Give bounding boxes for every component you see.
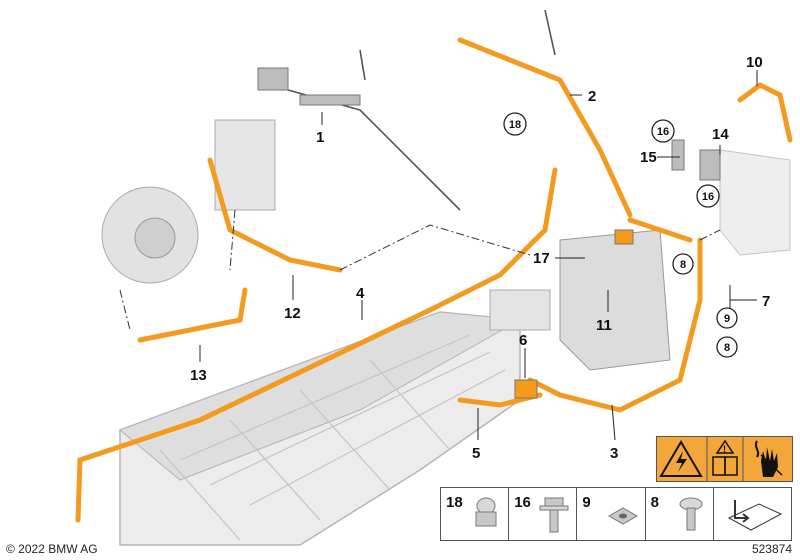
copyright-text: © 2022 BMW AG xyxy=(6,542,98,556)
screw-icon xyxy=(679,497,703,531)
combustion-engine xyxy=(719,149,791,256)
callout-4: 4 xyxy=(356,285,365,302)
bolt-icon xyxy=(539,497,569,533)
hv-cables xyxy=(75,37,793,523)
legend-item-18: 18 xyxy=(441,488,510,540)
callout-17: 17 xyxy=(533,250,550,267)
circled-callout-16-lower: 16 xyxy=(696,184,720,208)
legend-item-16: 16 xyxy=(509,488,578,540)
circled-callout-16-upper: 16 xyxy=(651,119,675,143)
callout-15: 15 xyxy=(640,149,657,166)
electric-motor xyxy=(101,119,276,284)
high-voltage-warning-label: ! xyxy=(656,436,793,482)
circled-callout-9: 9 xyxy=(716,307,738,329)
callout-1: 1 xyxy=(316,129,324,146)
wiring-harness xyxy=(269,9,556,211)
callout-6: 6 xyxy=(519,332,527,349)
hardware-legend: 18 16 9 8 xyxy=(440,487,792,541)
no-touch-hand-icon xyxy=(754,440,783,477)
manual-info-icon: ! xyxy=(712,439,738,476)
callout-14: 14 xyxy=(712,126,729,143)
high-voltage-icon xyxy=(659,440,703,477)
battery-pack xyxy=(119,311,522,546)
legend-item-8: 8 xyxy=(646,488,714,540)
legend-number: 18 xyxy=(446,494,463,511)
callout-13: 13 xyxy=(190,367,207,384)
leader-lines xyxy=(119,209,721,331)
callout-3: 3 xyxy=(610,445,618,462)
diagram-reference-number: 523874 xyxy=(751,542,792,556)
callout-5: 5 xyxy=(472,445,480,462)
svg-text:9: 9 xyxy=(724,313,730,325)
legend-item-arrow-card xyxy=(714,488,791,540)
svg-text:8: 8 xyxy=(680,259,686,271)
svg-text:!: ! xyxy=(723,444,726,454)
legend-item-9: 9 xyxy=(577,488,646,540)
svg-text:16: 16 xyxy=(702,191,714,203)
svg-text:16: 16 xyxy=(657,126,669,138)
arrow-card-icon xyxy=(727,500,783,531)
callout-11: 11 xyxy=(596,317,612,334)
mounting-brackets xyxy=(257,67,721,399)
power-electronics xyxy=(489,229,671,371)
callout-lines xyxy=(199,70,758,441)
legend-number: 9 xyxy=(582,494,591,511)
circled-callout-18: 18 xyxy=(503,112,527,136)
svg-text:8: 8 xyxy=(724,342,730,354)
callout-2: 2 xyxy=(588,88,596,105)
callout-12: 12 xyxy=(284,305,301,322)
circled-callout-8-upper: 8 xyxy=(672,253,694,275)
legend-number: 8 xyxy=(650,494,659,511)
legend-number: 16 xyxy=(514,494,531,511)
cap-nut-icon xyxy=(475,497,497,527)
callout-7: 7 xyxy=(762,293,770,310)
callout-10: 10 xyxy=(746,54,763,71)
square-nut-icon xyxy=(607,507,638,525)
svg-text:18: 18 xyxy=(509,119,521,131)
circled-callout-8-lower: 8 xyxy=(716,336,738,358)
